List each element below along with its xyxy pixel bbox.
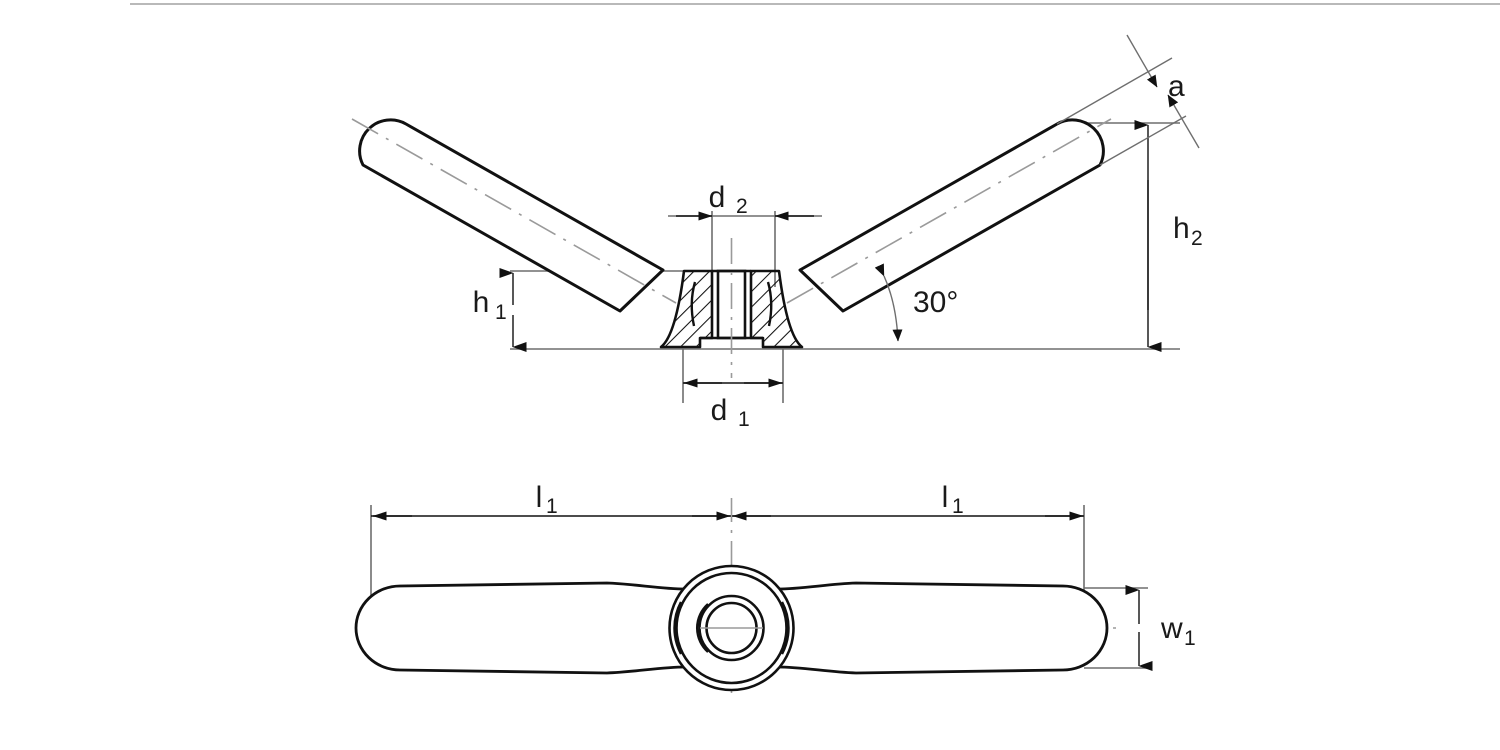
right-arm-outline <box>798 118 1105 313</box>
dimension-sub-d2: 2 <box>736 195 748 218</box>
elevation-view: d 2 d 1 h 1 h 2 <box>351 34 1203 431</box>
a-witness-upper <box>1056 57 1173 125</box>
dimension-a: a <box>1056 34 1200 166</box>
dimension-d2: d 2 <box>676 181 814 221</box>
dimension-label-l1-left: l <box>536 481 543 514</box>
right-arm-centerline <box>786 118 1112 304</box>
left-arm-centerline <box>351 118 677 304</box>
dimension-label-d2: d <box>709 181 726 214</box>
angle-arc <box>874 263 903 342</box>
plan-bore-arc-left <box>695 603 709 653</box>
hub-left-body <box>661 271 712 347</box>
dimension-label-d1: d <box>711 394 728 427</box>
dimension-sub-d1: 1 <box>738 408 750 431</box>
a-witness-lower <box>1099 115 1187 166</box>
plan-thread-arc-right <box>780 601 790 655</box>
dimension-sub-h2: 2 <box>1191 227 1203 250</box>
dimension-label-a: a <box>1168 70 1185 103</box>
plan-right-wing <box>775 581 1109 675</box>
plan-thread-arc-left <box>673 601 683 655</box>
dimension-h1: h 1 <box>473 268 527 352</box>
dimension-angle-30: 30° <box>874 263 958 342</box>
dimension-label-angle: 30° <box>913 286 958 319</box>
dimension-w1: w 1 <box>1125 585 1196 671</box>
dimension-sub-w1: 1 <box>1184 627 1196 650</box>
dimension-sub-h1: 1 <box>495 301 507 324</box>
dimension-h2: h 2 <box>1134 120 1203 352</box>
plan-left-wing <box>354 581 688 675</box>
left-rib-edge <box>690 281 697 327</box>
plan-view: l 1 l 1 w 1 <box>354 481 1196 693</box>
right-rib-edge <box>766 281 773 327</box>
dimension-label-h1: h <box>473 286 490 319</box>
dimension-label-l1-right: l <box>942 481 949 514</box>
dimension-label-w1: w <box>1160 612 1183 645</box>
left-arm-outline <box>358 118 665 313</box>
dimension-l1-right: l 1 <box>732 481 1084 521</box>
a-arrow-lower <box>1167 94 1200 149</box>
dimension-d1: d 1 <box>683 378 783 431</box>
dimension-label-h2: h <box>1173 212 1190 245</box>
hub-right-body <box>751 271 802 347</box>
dimension-sub-l1-left: 1 <box>546 495 558 518</box>
dimension-l1-left: l 1 <box>371 481 731 521</box>
dimension-sub-l1-right: 1 <box>952 495 964 518</box>
a-arrow-upper <box>1126 34 1158 88</box>
